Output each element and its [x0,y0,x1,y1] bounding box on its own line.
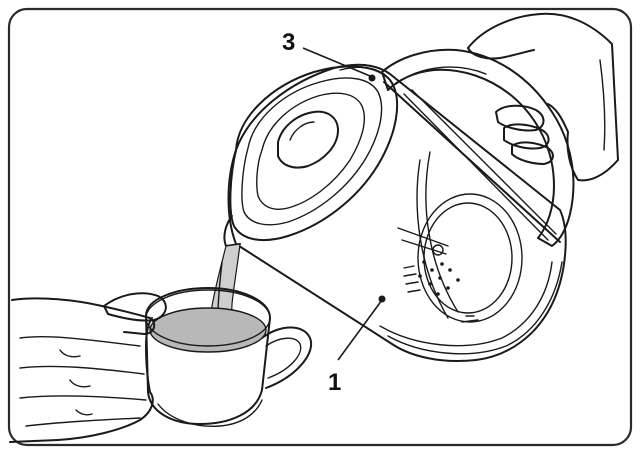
kettle-handle [381,48,575,247]
lid-rim-marker [368,74,376,82]
callout-body-number: 1 [328,369,341,396]
callout-lid-number: 3 [282,29,295,56]
callout-leader-body [337,299,383,361]
left-hand [9,292,167,443]
callout-leader-lid [302,47,371,77]
illustration-frame [7,7,633,447]
kettle-body [227,63,567,363]
filter-perforations [418,260,460,296]
tea-cup [145,287,313,427]
kettle-lid [229,65,399,242]
tea-surface [149,307,267,353]
body-callout-marker [378,295,386,303]
